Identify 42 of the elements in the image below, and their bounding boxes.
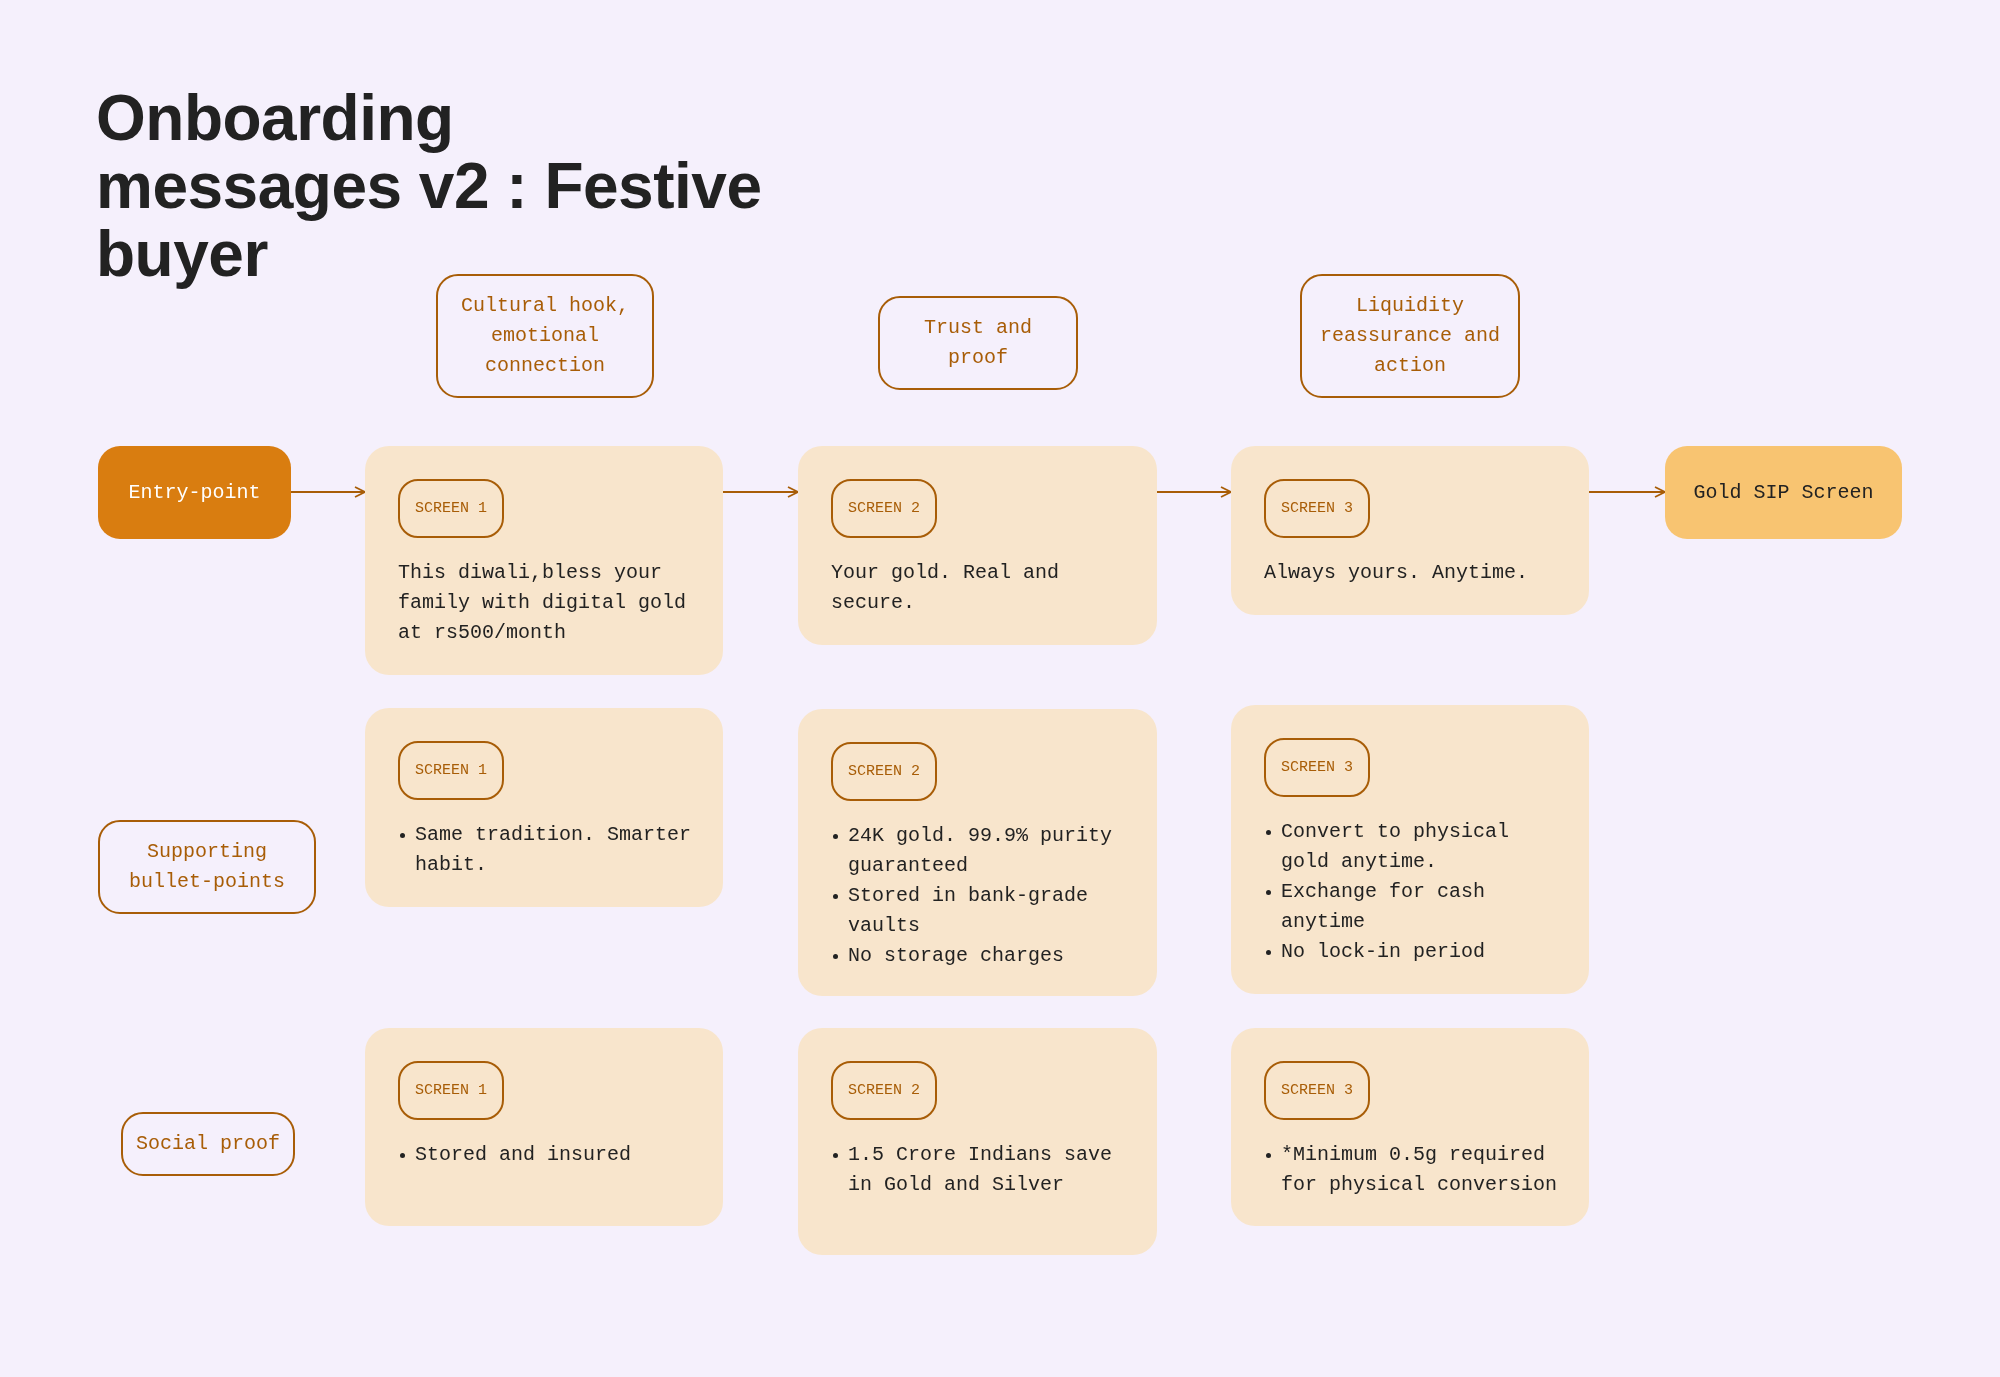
message-card (798, 1028, 1157, 1255)
screen-tag: SCREEN 3 (1264, 738, 1370, 797)
message-card (1231, 705, 1589, 994)
message-card (365, 446, 723, 675)
destination-box: Gold SIP Screen (1665, 446, 1902, 539)
screen-tag: SCREEN 3 (1264, 479, 1370, 538)
bullet-text: No storage charges (848, 944, 1065, 967)
message-card (798, 446, 1157, 645)
category-label: Supporting bullet-points (98, 820, 316, 914)
message-card (365, 708, 723, 907)
message-card (798, 709, 1157, 996)
bullet-text: Exchange for cash anytime (1281, 880, 1486, 933)
category-label: Cultural hook, emotional connection (436, 274, 654, 398)
screen-tag: SCREEN 2 (831, 479, 937, 538)
message-card (1231, 1028, 1589, 1226)
bullet-text: 24K gold. 99.9% purity guaranteed (848, 824, 1113, 877)
message-card (1231, 446, 1589, 615)
screen-tag: SCREEN 1 (398, 741, 504, 800)
arrow (290, 486, 366, 498)
bullet-text: Stored and insured (415, 1143, 632, 1166)
screen-tag: SCREEN 3 (1264, 1061, 1370, 1120)
bullet-text: Convert to physical gold anytime. (1281, 820, 1510, 873)
message-card (365, 1028, 723, 1226)
message-text: This diwali,bless your family with digital gold at rs500/month (398, 560, 688, 646)
bullet-text: *Minimum 0.5g required for physical conversion (1281, 1143, 1558, 1196)
screen-tag: SCREEN 1 (398, 479, 504, 538)
category-label: Trust and proof (878, 296, 1078, 390)
arrow (722, 486, 799, 498)
message-text: Your gold. Real and secure. (831, 560, 1061, 616)
entry-point-box: Entry-point (98, 446, 291, 539)
bullet-text: Same tradition. Smarter habit. (415, 823, 692, 876)
screen-tag: SCREEN 2 (831, 742, 937, 801)
arrow (1588, 486, 1666, 498)
category-label: Liquidity reassurance and action (1300, 274, 1520, 398)
screen-tag: SCREEN 1 (398, 1061, 504, 1120)
arrow (1156, 486, 1232, 498)
bullet-text: Stored in bank-grade vaults (848, 884, 1089, 937)
category-label: Social proof (121, 1112, 295, 1176)
screen-tag: SCREEN 2 (831, 1061, 937, 1120)
bullet-text: No lock-in period (1281, 940, 1486, 963)
bullet-text: 1.5 Crore Indians save in Gold and Silver (848, 1143, 1113, 1196)
message-text: Always yours. Anytime. (1264, 560, 1530, 586)
